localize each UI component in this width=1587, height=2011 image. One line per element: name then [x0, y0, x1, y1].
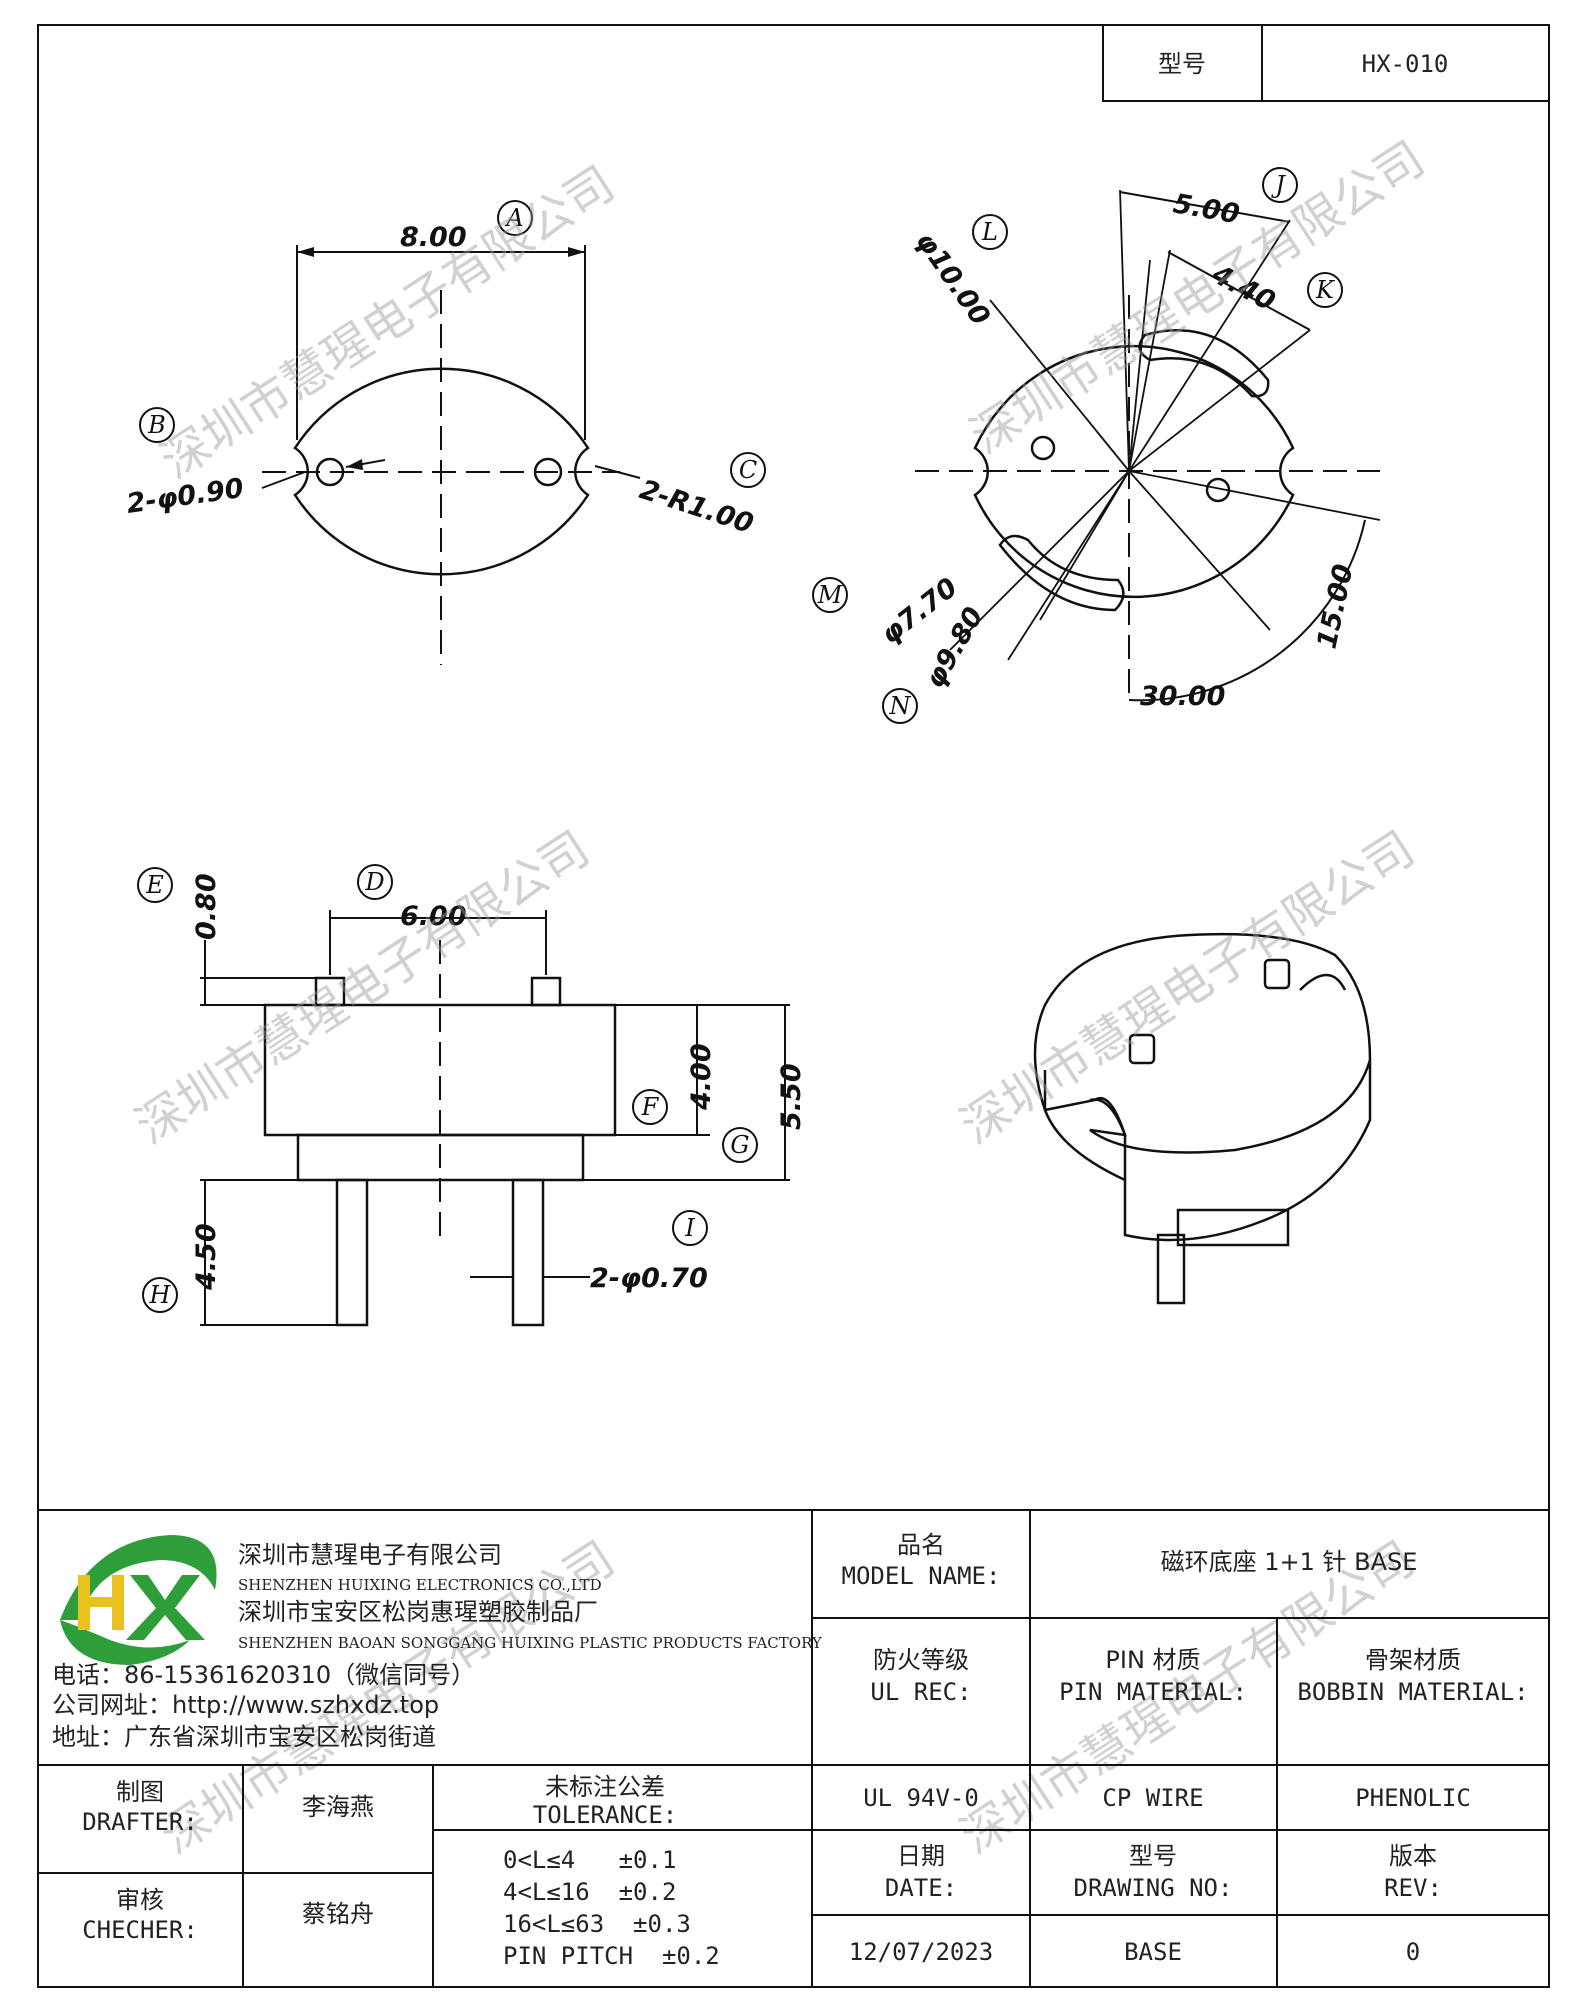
side-view-pin-right [511, 1178, 545, 1327]
dim-h-letter: H [149, 1281, 172, 1309]
dim-g-value: 5.50 [776, 1063, 807, 1130]
side-view-stub-right [530, 976, 562, 1007]
tolerance-row: 4<L≤16 ±0.2 [503, 1878, 676, 1906]
company-name-cn: 深圳市慧瑆电子有限公司 [238, 1541, 502, 1569]
dim-d-letter: D [364, 868, 384, 896]
drawing-no-label-cn: 型号 [1129, 1842, 1177, 1870]
drafter-label-en: DRAFTER: [82, 1808, 198, 1836]
rev-value: 0 [1406, 1938, 1420, 1966]
model-name-label-cn: 品名 [897, 1531, 945, 1559]
pin-material-value: CP WIRE [1102, 1784, 1203, 1812]
rev-label-cn: 版本 [1389, 1842, 1437, 1870]
factory-name-cn: 深圳市宝安区松岗惠瑆塑胶制品厂 [238, 1598, 598, 1626]
dim-c-letter: C [739, 456, 757, 484]
isometric-view [1033, 932, 1372, 1305]
sheet-border [37, 24, 1550, 1988]
dim-h-value: 4.50 [191, 1223, 222, 1291]
dim-f-letter: F [641, 1093, 660, 1121]
drafter-label-cn: 制图 [116, 1778, 164, 1806]
checker-name: 蔡铭舟 [302, 1900, 374, 1928]
iso-pin [1156, 1233, 1186, 1305]
bottom-view-slot-lower [998, 534, 1125, 612]
iso-stub-1 [1128, 1033, 1156, 1065]
side-view-labels: D 6.00 E 0.80 F 4.00 G 5.50 H 4.50 I 2-φ… [137, 864, 807, 1313]
bobbin-material-value: PHENOLIC [1355, 1784, 1471, 1812]
side-view [200, 910, 790, 1327]
dim-l-letter: L [981, 218, 998, 246]
dim-d-value: 6.00 [400, 901, 467, 932]
title-block-grid [38, 1509, 1549, 1987]
dim-a-value: 8.00 [400, 222, 467, 253]
factory-name-en: SHENZHEN BAOAN SONGGANG HUIXING PLASTIC … [238, 1634, 823, 1652]
top-view [261, 245, 641, 665]
checker-label-en: CHECHER: [82, 1916, 198, 1944]
date-label-en: DATE: [885, 1874, 957, 1902]
company-phone: 电话：86-15361620310（微信同号） [52, 1661, 475, 1689]
date-value: 12/07/2023 [849, 1938, 994, 1966]
checker-label-cn: 审核 [116, 1886, 164, 1914]
ul-rec-value: UL 94V-0 [863, 1784, 979, 1812]
company-info: 深圳市慧瑆电子有限公司 SHENZHEN HUIXING ELECTRONICS… [52, 1541, 823, 1751]
dim-n-angle-value: 30.00 [1140, 681, 1225, 712]
bottom-view-slot-upper [1138, 329, 1270, 398]
tolerance-row: 16<L≤63 ±0.3 [503, 1910, 691, 1938]
company-website: 公司网址：http://www.szhxdz.top [52, 1691, 439, 1719]
iso-base [1176, 1208, 1290, 1247]
dim-n-letter: N [889, 692, 912, 720]
drawing-no-value: BASE [1124, 1938, 1182, 1966]
watermark-text: 深圳市慧瑆电子有限公司 [951, 821, 1424, 1156]
company-address: 地址：广东省深圳市宝安区松岗街道 [52, 1723, 436, 1751]
pin-material-label-en: PIN MATERIAL: [1059, 1678, 1247, 1706]
dim-e-letter: E [145, 871, 164, 899]
dim-k-letter: K [1315, 276, 1336, 304]
tolerance-label-en: TOLERANCE: [533, 1801, 678, 1829]
company-name-en: SHENZHEN HUIXING ELECTRONICS CO.,LTD [238, 1576, 602, 1594]
watermark-text: 深圳市慧瑆电子有限公司 [961, 131, 1434, 466]
model-name-value: 磁环底座 1+1 针 BASE [1161, 1548, 1418, 1576]
iso-side-face [1043, 1060, 1372, 1242]
dim-g-letter: G [730, 1131, 749, 1159]
tolerance-label-cn: 未标注公差 [545, 1773, 665, 1801]
bottom-view [915, 189, 1381, 702]
pin-material-label-cn: PIN 材质 [1105, 1646, 1200, 1674]
dim-b-letter: B [147, 411, 166, 439]
bobbin-material-label-en: BOBBIN MATERIAL: [1297, 1678, 1528, 1706]
header-model-value: HX-010 [1362, 50, 1449, 78]
dim-i-letter: I [684, 1214, 695, 1242]
iso-stub-2 [1263, 958, 1291, 990]
top-view-outline [293, 367, 590, 576]
dim-e-value: 0.80 [191, 873, 222, 940]
dim-j-value: 5.00 [1171, 188, 1242, 230]
iso-notch [1299, 973, 1347, 991]
model-name-label-en: MODEL NAME: [842, 1562, 1001, 1590]
date-label-cn: 日期 [897, 1842, 945, 1870]
dim-j-letter: J [1270, 171, 1286, 199]
dim-i-value: 2-φ0.70 [590, 1263, 708, 1294]
tolerance-row: 0<L≤4 ±0.1 [503, 1846, 676, 1874]
dim-m-letter: M [817, 581, 844, 609]
iso-top-face [1033, 932, 1372, 1154]
title-block-text: 品名 MODEL NAME: 磁环底座 1+1 针 BASE 防火等级 UL R… [82, 1531, 1528, 1970]
dim-a-letter: A [504, 204, 523, 232]
rev-label-en: REV: [1384, 1874, 1442, 1902]
side-view-pin-left [335, 1178, 369, 1327]
drawing-no-label-en: DRAWING NO: [1074, 1874, 1233, 1902]
header-model-label: 型号 [1158, 50, 1206, 78]
ul-rec-label-cn: 防火等级 [873, 1646, 969, 1674]
side-view-stub-left [314, 976, 346, 1007]
bottom-view-pin-hole-1 [1030, 435, 1056, 461]
dim-f-value: 4.00 [686, 1043, 717, 1111]
ul-rec-label-en: UL REC: [870, 1678, 971, 1706]
bobbin-material-label-cn: 骨架材质 [1365, 1646, 1461, 1674]
header-model-box: 型号 HX-010 [1102, 24, 1550, 102]
drafter-name: 李海燕 [302, 1793, 374, 1821]
bottom-view-outline [973, 344, 1295, 599]
dim-m-angle-value: 15.00 [1312, 561, 1360, 651]
tolerance-row: PIN PITCH ±0.2 [503, 1942, 720, 1970]
watermark-text: 深圳市慧瑆电子有限公司 [151, 156, 624, 491]
company-logo [60, 1535, 217, 1665]
